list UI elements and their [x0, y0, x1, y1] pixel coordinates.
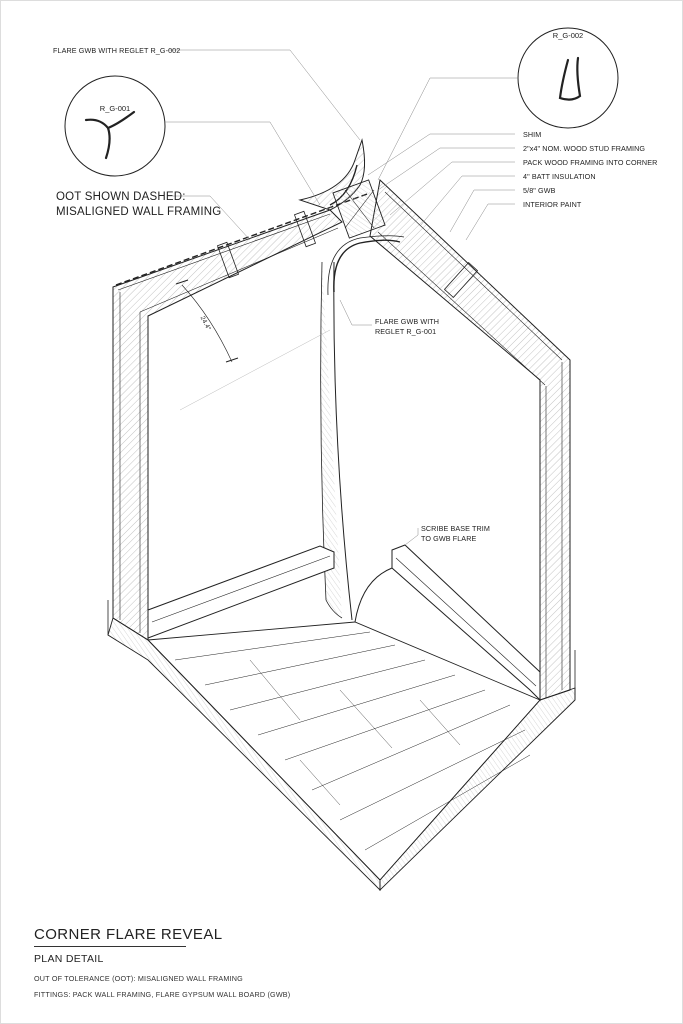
callout-flare-reglet-002: FLARE GWB WITH REGLET R_G-002 — [53, 46, 180, 55]
detail-bubble-r-g-001: R_G-001 — [64, 75, 166, 177]
drawing-title: CORNER FLARE REVEAL — [34, 926, 223, 943]
note-fittings: FITTINGS: PACK WALL FRAMING, FLARE GYPSU… — [34, 990, 291, 999]
angle-dimension: 24.4° — [175, 279, 331, 411]
callout-oot-line2: MISALIGNED WALL FRAMING — [56, 206, 221, 218]
title-block: CORNER FLARE REVEAL PLAN DETAIL OUT OF T… — [34, 926, 454, 1006]
bubble-label-r-g-002: R_G-002 — [553, 31, 583, 40]
callout-stud-framing: 2"x4" NOM. WOOD STUD FRAMING — [523, 144, 645, 153]
callout-scribe-line2: TO GWB FLARE — [421, 534, 476, 543]
bubble-label-r-g-001: R_G-001 — [100, 104, 130, 113]
leader-lines — [165, 49, 518, 546]
callout-paint: INTERIOR PAINT — [523, 200, 582, 209]
callout-batt: 4" BATT INSULATION — [523, 172, 596, 181]
reglet-profile-002-icon — [558, 56, 582, 101]
callout-gwb: 5/8" GWB — [523, 186, 556, 195]
drawing-subtitle: PLAN DETAIL — [34, 953, 104, 965]
title-underline — [34, 946, 186, 947]
detail-bubble-r-g-002: R_G-002 — [517, 27, 619, 129]
callout-oot-line1: OOT SHOWN DASHED: — [56, 191, 186, 203]
corner-flare — [298, 138, 405, 623]
callout-flare-reglet-001-line1: FLARE GWB WITH — [375, 317, 439, 326]
interior-faces — [147, 316, 541, 680]
base-trim — [147, 544, 541, 702]
reglet-profile-001-icon — [84, 110, 136, 160]
callout-flare-reglet-001-line2: REGLET R_G-001 — [375, 327, 436, 336]
floor — [107, 600, 576, 892]
callout-scribe-line1: SCRIBE BASE TRIM — [421, 524, 490, 533]
callout-pack-framing: PACK WOOD FRAMING INTO CORNER — [523, 158, 657, 167]
note-oot: OUT OF TOLERANCE (OOT): MISALIGNED WALL … — [34, 974, 243, 983]
callout-shim: SHIM — [523, 130, 541, 139]
